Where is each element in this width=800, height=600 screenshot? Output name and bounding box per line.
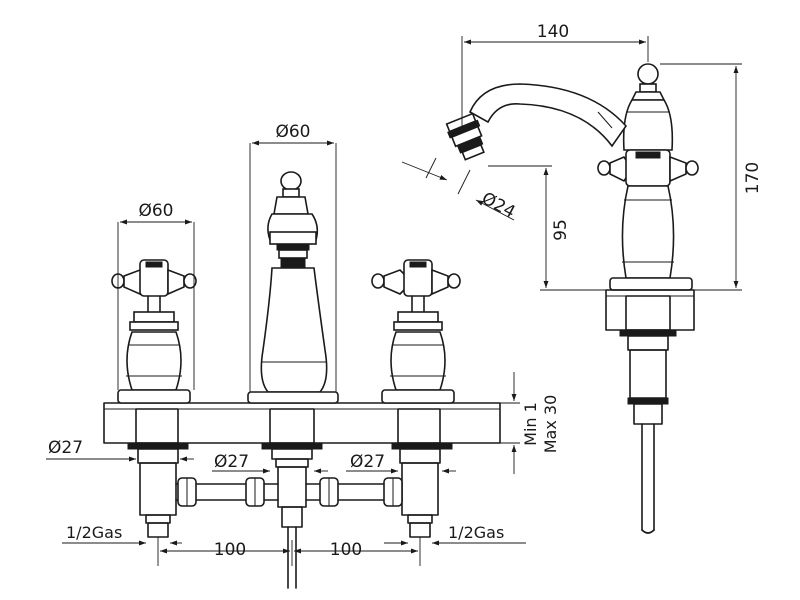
label-dia-27-mid-right: Ø27 <box>350 452 385 472</box>
side-view <box>445 63 699 534</box>
label-min: Min 1 <box>521 402 540 446</box>
label-max: Max 30 <box>541 395 560 454</box>
label-gas-left: 1/2Gas <box>66 523 122 542</box>
label-spacing-right: 100 <box>330 540 362 560</box>
label-dia-24: Ø24 <box>478 189 518 223</box>
right-handle-valve <box>371 259 461 404</box>
center-spout <box>247 171 339 404</box>
label-dia-27-mid-left: Ø27 <box>214 452 249 472</box>
label-gas-right: 1/2Gas <box>448 523 504 542</box>
label-dia-27-left: Ø27 <box>48 438 83 458</box>
front-dimensions <box>46 140 526 566</box>
label-dia-60-left: Ø60 <box>138 201 173 221</box>
label-dia-60-center: Ø60 <box>275 122 310 142</box>
front-view <box>103 171 501 589</box>
label-height-170: 170 <box>743 162 763 194</box>
label-height-95: 95 <box>551 219 571 241</box>
left-handle-valve <box>111 259 197 404</box>
label-width-140: 140 <box>537 22 569 42</box>
label-spacing-left: 100 <box>214 540 246 560</box>
side-dimensions <box>401 36 742 291</box>
